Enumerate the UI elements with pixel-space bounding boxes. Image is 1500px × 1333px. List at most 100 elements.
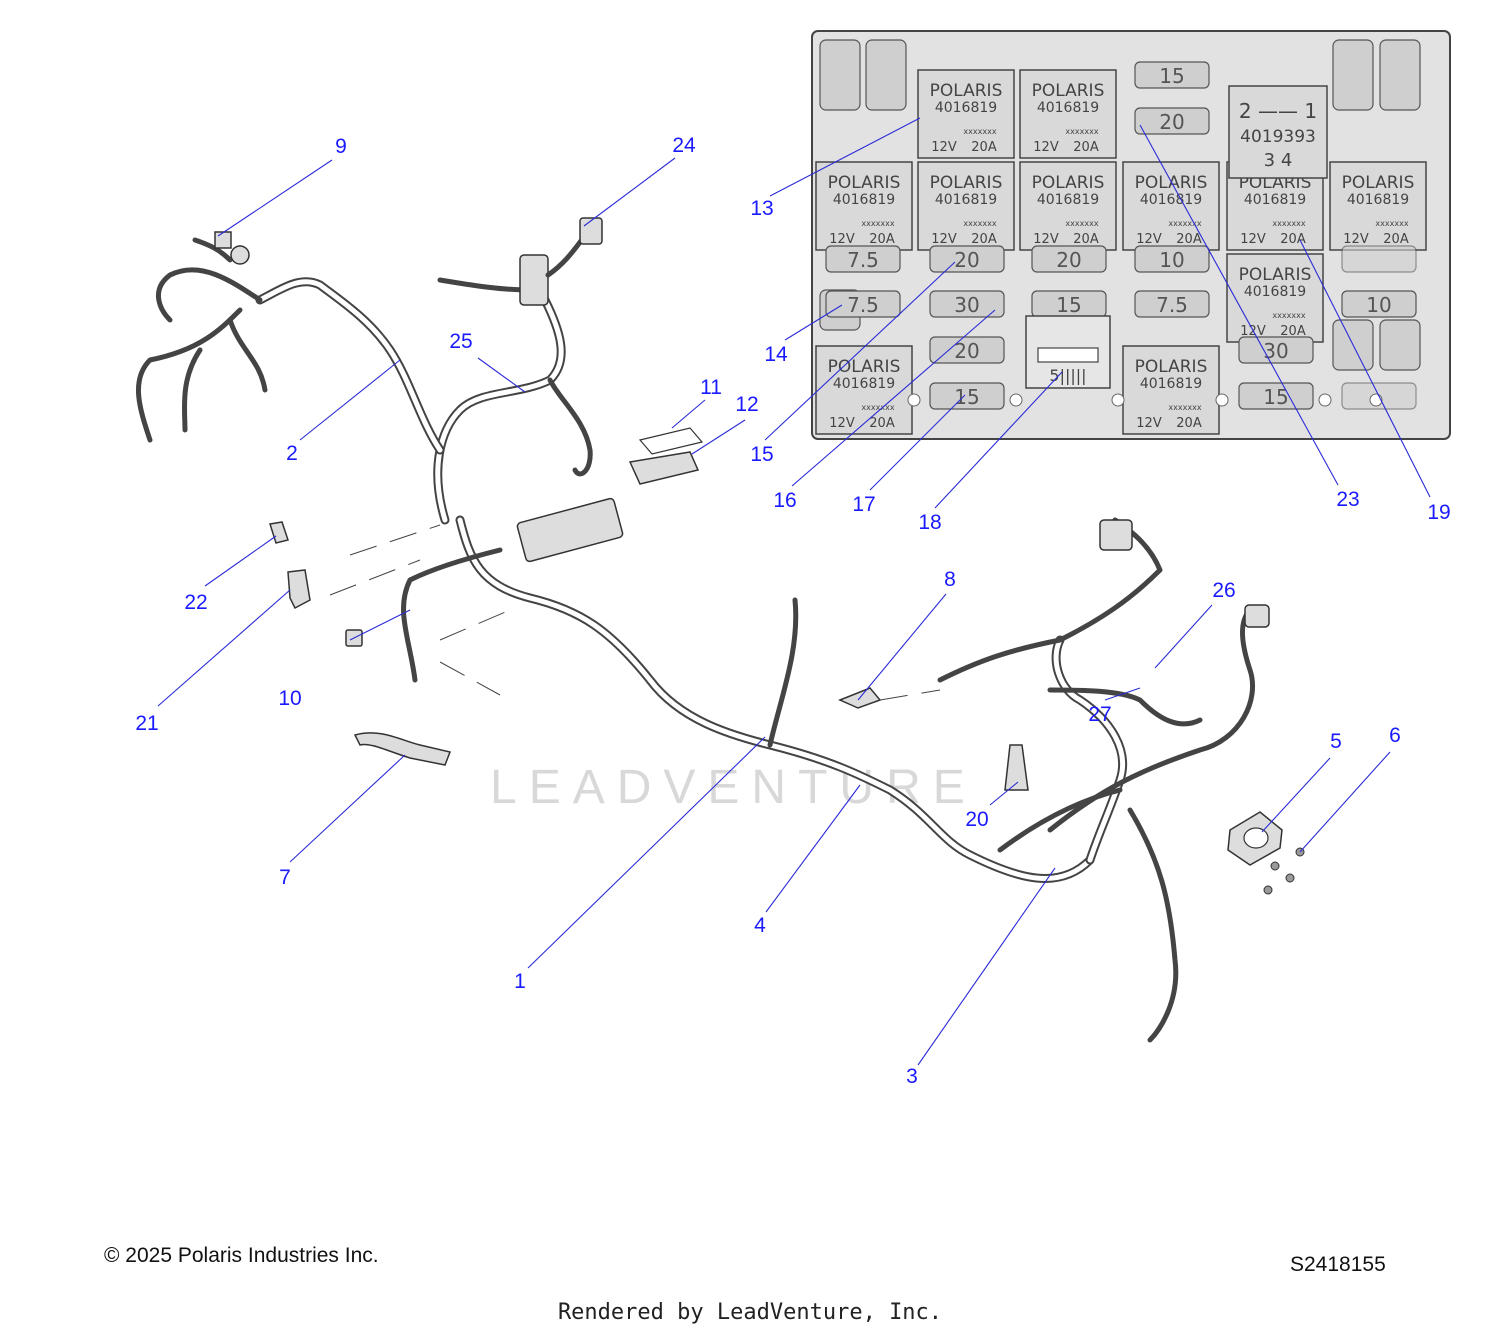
- main-harness: [401, 295, 1095, 883]
- callout-1: 1: [514, 970, 526, 993]
- svg-text:4016819: 4016819: [935, 100, 997, 116]
- callout-21: 21: [135, 712, 158, 735]
- relay-alt: 2 —— 1 4019393 3 4: [1228, 85, 1328, 179]
- part-11-label: [638, 427, 704, 455]
- svg-text:15: 15: [1159, 64, 1184, 88]
- relay-fuse-box: POLARIS 4016819 xxxxxxx 12V 20A POLARIS …: [811, 30, 1451, 440]
- svg-text:POLARIS: POLARIS: [1239, 265, 1312, 285]
- svg-text:xxxxxxx: xxxxxxx: [1168, 403, 1201, 412]
- relay-r9: POLARIS 4016819 xxxxxxx 12V 20A: [1226, 253, 1324, 343]
- svg-text:4016819: 4016819: [1347, 192, 1409, 208]
- svg-text:20A: 20A: [971, 232, 997, 247]
- svg-text:12V: 12V: [1033, 232, 1059, 247]
- callouts: 1 2 3 4 5 6 7 8 9 10 11 12 13 14 15 16 1…: [135, 134, 1450, 1088]
- svg-text:POLARIS: POLARIS: [1135, 173, 1208, 193]
- svg-text:7.5: 7.5: [847, 248, 879, 272]
- svg-text:7.5: 7.5: [1156, 293, 1188, 317]
- relay-r2: POLARIS 4016819 xxxxxxx 12V 20A: [1019, 69, 1117, 159]
- part-12-fuse-cover: [628, 451, 700, 485]
- svg-text:20: 20: [1159, 110, 1184, 134]
- callout-14: 14: [764, 343, 788, 366]
- fuse-f15: 10: [1341, 245, 1417, 273]
- svg-text:20A: 20A: [971, 140, 997, 155]
- diode-module: 5|||||: [1025, 315, 1111, 389]
- svg-text:4016819: 4016819: [1140, 192, 1202, 208]
- svg-text:10: 10: [1366, 293, 1391, 317]
- svg-text:xxxxxxx: xxxxxxx: [1065, 219, 1098, 228]
- fuse-f8: 7.5: [1134, 290, 1210, 318]
- svg-text:xxxxxxx: xxxxxxx: [1375, 219, 1408, 228]
- callout-15: 15: [750, 443, 773, 466]
- fuse-f11: 15: [1238, 382, 1314, 410]
- part-21-boot: [287, 569, 311, 610]
- svg-text:POLARIS: POLARIS: [1135, 357, 1208, 377]
- callout-4: 4: [754, 914, 766, 937]
- callout-19: 19: [1427, 501, 1450, 524]
- callout-23: 23: [1336, 488, 1359, 511]
- callout-7: 7: [279, 866, 291, 889]
- svg-text:4016819: 4016819: [833, 192, 895, 208]
- fuse-f1: 20: [1134, 107, 1210, 135]
- callout-6: 6: [1389, 724, 1401, 747]
- callout-9: 9: [335, 135, 347, 158]
- harness-24: [437, 217, 603, 306]
- svg-text:4016819: 4016819: [1140, 376, 1202, 392]
- svg-text:POLARIS: POLARIS: [1032, 81, 1105, 101]
- svg-text:xxxxxxx: xxxxxxx: [861, 219, 894, 228]
- fuse-f14: 20: [929, 245, 1005, 273]
- fuse-f3: 7.5: [825, 290, 901, 318]
- harness-3: [937, 517, 1270, 1043]
- relay-r10: POLARIS 4016819 xxxxxxx 12V 20A: [815, 345, 913, 435]
- callout-11: 11: [700, 376, 722, 399]
- svg-text:10: 10: [1159, 248, 1184, 272]
- callout-13: 13: [750, 197, 773, 220]
- svg-text:POLARIS: POLARIS: [828, 173, 901, 193]
- svg-text:20A: 20A: [869, 416, 895, 431]
- fuse-f12: 10: [1134, 245, 1210, 273]
- svg-text:12V: 12V: [1136, 232, 1162, 247]
- callout-25: 25: [449, 330, 472, 353]
- svg-text:4016819: 4016819: [1037, 192, 1099, 208]
- svg-text:20A: 20A: [1280, 324, 1306, 339]
- fuse-f13: 20: [1031, 245, 1107, 273]
- svg-text:xxxxxxx: xxxxxxx: [1065, 127, 1098, 136]
- svg-text:30: 30: [954, 293, 979, 317]
- svg-text:xxxxxxx: xxxxxxx: [1168, 219, 1201, 228]
- svg-text:12V: 12V: [829, 232, 855, 247]
- relay-r11: POLARIS 4016819 xxxxxxx 12V 20A: [1122, 345, 1220, 435]
- svg-text:15: 15: [1263, 385, 1288, 409]
- svg-text:POLARIS: POLARIS: [1032, 173, 1105, 193]
- svg-text:20A: 20A: [1383, 232, 1409, 247]
- svg-text:20A: 20A: [1176, 416, 1202, 431]
- part-7-cover: [353, 732, 452, 766]
- callout-8: 8: [944, 568, 956, 591]
- part-5-bracket: [1227, 811, 1283, 866]
- callout-2: 2: [286, 442, 298, 465]
- svg-text:7.5: 7.5: [847, 293, 879, 317]
- callout-26: 26: [1212, 579, 1235, 602]
- svg-text:15: 15: [954, 385, 979, 409]
- harness-2: [135, 231, 445, 455]
- svg-text:xxxxxxx: xxxxxxx: [861, 403, 894, 412]
- svg-text:12V: 12V: [1136, 416, 1162, 431]
- fuse-f9: 10: [1341, 290, 1417, 318]
- relay-r3: POLARIS 4016819 xxxxxxx 12V 20A: [815, 161, 913, 251]
- part-22-clip: [269, 521, 289, 544]
- relay-r4: POLARIS 4016819 xxxxxxx 12V 20A: [917, 161, 1015, 251]
- callout-10: 10: [278, 687, 301, 710]
- svg-text:20A: 20A: [1176, 232, 1202, 247]
- svg-text:20A: 20A: [869, 232, 895, 247]
- callout-3: 3: [906, 1065, 918, 1088]
- svg-text:4016819: 4016819: [1244, 192, 1306, 208]
- fuse-f0: 15: [1134, 61, 1210, 89]
- svg-text:12V: 12V: [1240, 232, 1266, 247]
- svg-text:xxxxxxx: xxxxxxx: [1272, 219, 1305, 228]
- svg-text:12V: 12V: [1033, 140, 1059, 155]
- svg-text:POLARIS: POLARIS: [828, 357, 901, 377]
- svg-text:12V: 12V: [1343, 232, 1369, 247]
- fuse-f2: 7.5: [825, 245, 901, 273]
- part-6-screws: [1263, 847, 1305, 895]
- svg-text:15: 15: [1056, 293, 1081, 317]
- svg-text:20A: 20A: [1280, 232, 1306, 247]
